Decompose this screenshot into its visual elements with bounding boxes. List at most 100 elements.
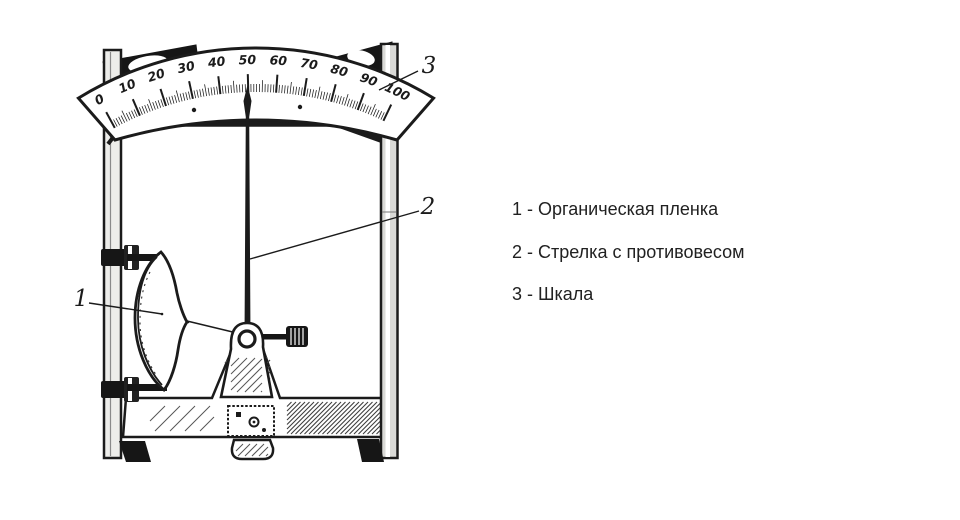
scale-tick [286,85,289,94]
scale-tick [275,74,279,93]
hatch-line [244,443,258,457]
scale-tick [196,89,199,98]
hatch-line [149,405,166,422]
hatch-line [313,401,346,435]
lower-clamp [101,381,127,398]
scale-tick [344,93,349,106]
callout-label-2: 2 [420,194,436,220]
scale-number: 40 [206,53,226,70]
hatch-line [258,446,269,457]
scale-tick [125,112,131,121]
scale-tick [131,98,141,117]
scale-tick [295,86,297,95]
hatch-line [304,401,337,435]
scale-tick [359,103,364,112]
hatch-line [295,401,328,435]
organic-film-inner-edge [137,256,163,386]
hatch-line [286,401,292,407]
hatch-line [286,401,297,412]
scale-tick [160,99,164,108]
scale-tick [380,112,385,120]
scale-tick [188,91,191,100]
screw-icon [262,428,266,432]
scale-tick [210,87,213,96]
hatch-line [230,357,248,375]
scale-tick [278,84,280,93]
hatch-line [199,416,215,432]
hatch-line [260,390,263,393]
scale-tick [182,92,186,101]
pivot-bracket [219,321,274,399]
scale-tick [148,99,154,111]
scale-rivet [297,104,303,110]
scale-tick [202,88,205,97]
scale-tick [236,84,238,93]
scale-tick [356,92,365,111]
hatch-line [252,382,263,393]
scale-number: 60 [269,52,288,68]
callout-leader-3 [378,70,419,91]
hatch-line [317,401,351,435]
hatch-line [286,401,306,421]
hatch-line [230,357,240,367]
scale-tick [341,96,345,105]
scale-tick [314,90,317,98]
scale-tick [121,110,128,122]
hatch-line [235,443,244,452]
scale-tick [113,119,118,127]
scale-tick [171,95,175,104]
scale-number: 80 [329,61,350,80]
scale-rivet [191,107,197,113]
left-foot [119,441,151,462]
scale-number: 30 [176,58,196,76]
legend: 1 - Органическая пленка 2 - Стрелка с пр… [512,199,744,327]
scale-tick [188,80,194,100]
scale-tick [322,91,326,100]
hatch-line [154,405,181,432]
scale-tick [175,90,180,103]
scale-tick [165,97,170,106]
hatch-line [230,358,263,391]
screw-center [252,420,256,424]
scale-tick [382,104,393,122]
hatch-line [237,443,251,457]
scale-tick [333,94,337,103]
scale-tick [284,85,286,94]
scale-number: 10 [116,75,138,96]
scale-tick [311,89,314,98]
hatch-line [286,401,315,430]
callout-leader-1 [88,302,163,315]
scale-tick [199,89,202,98]
scale-tick [179,93,183,102]
scale-tick [105,111,116,129]
scale-plate [76,46,436,142]
scale-tick [328,93,331,102]
hatch-line [184,405,211,432]
scale-tick [133,109,138,117]
callout-leader-2 [249,210,420,260]
scale-tick [174,95,178,103]
upper-clamp [101,249,127,266]
hatch-line [251,443,265,457]
hatch-line [322,401,355,435]
scale-tick [147,103,151,112]
hatch-line [308,401,342,435]
scale-tick [302,77,308,97]
scale-tick [289,81,292,95]
scale-tick [131,110,136,119]
legend-item-scale: 3 - Шкала [512,284,594,304]
lower-film-rod [127,384,167,391]
hatch-line [331,401,364,435]
scale-number: 90 [358,69,380,89]
needle-shape [243,85,252,338]
scale-tick [193,90,197,99]
scale-tick [349,99,353,108]
hatch-line [290,401,324,435]
scale-tick [139,107,143,115]
hatch-line [335,401,369,435]
scale-tick [330,84,337,102]
scale-tick [338,96,342,105]
center-foot-hatch [235,443,269,457]
callout-leader-1-dot [160,312,164,316]
scale-tick [325,92,328,101]
